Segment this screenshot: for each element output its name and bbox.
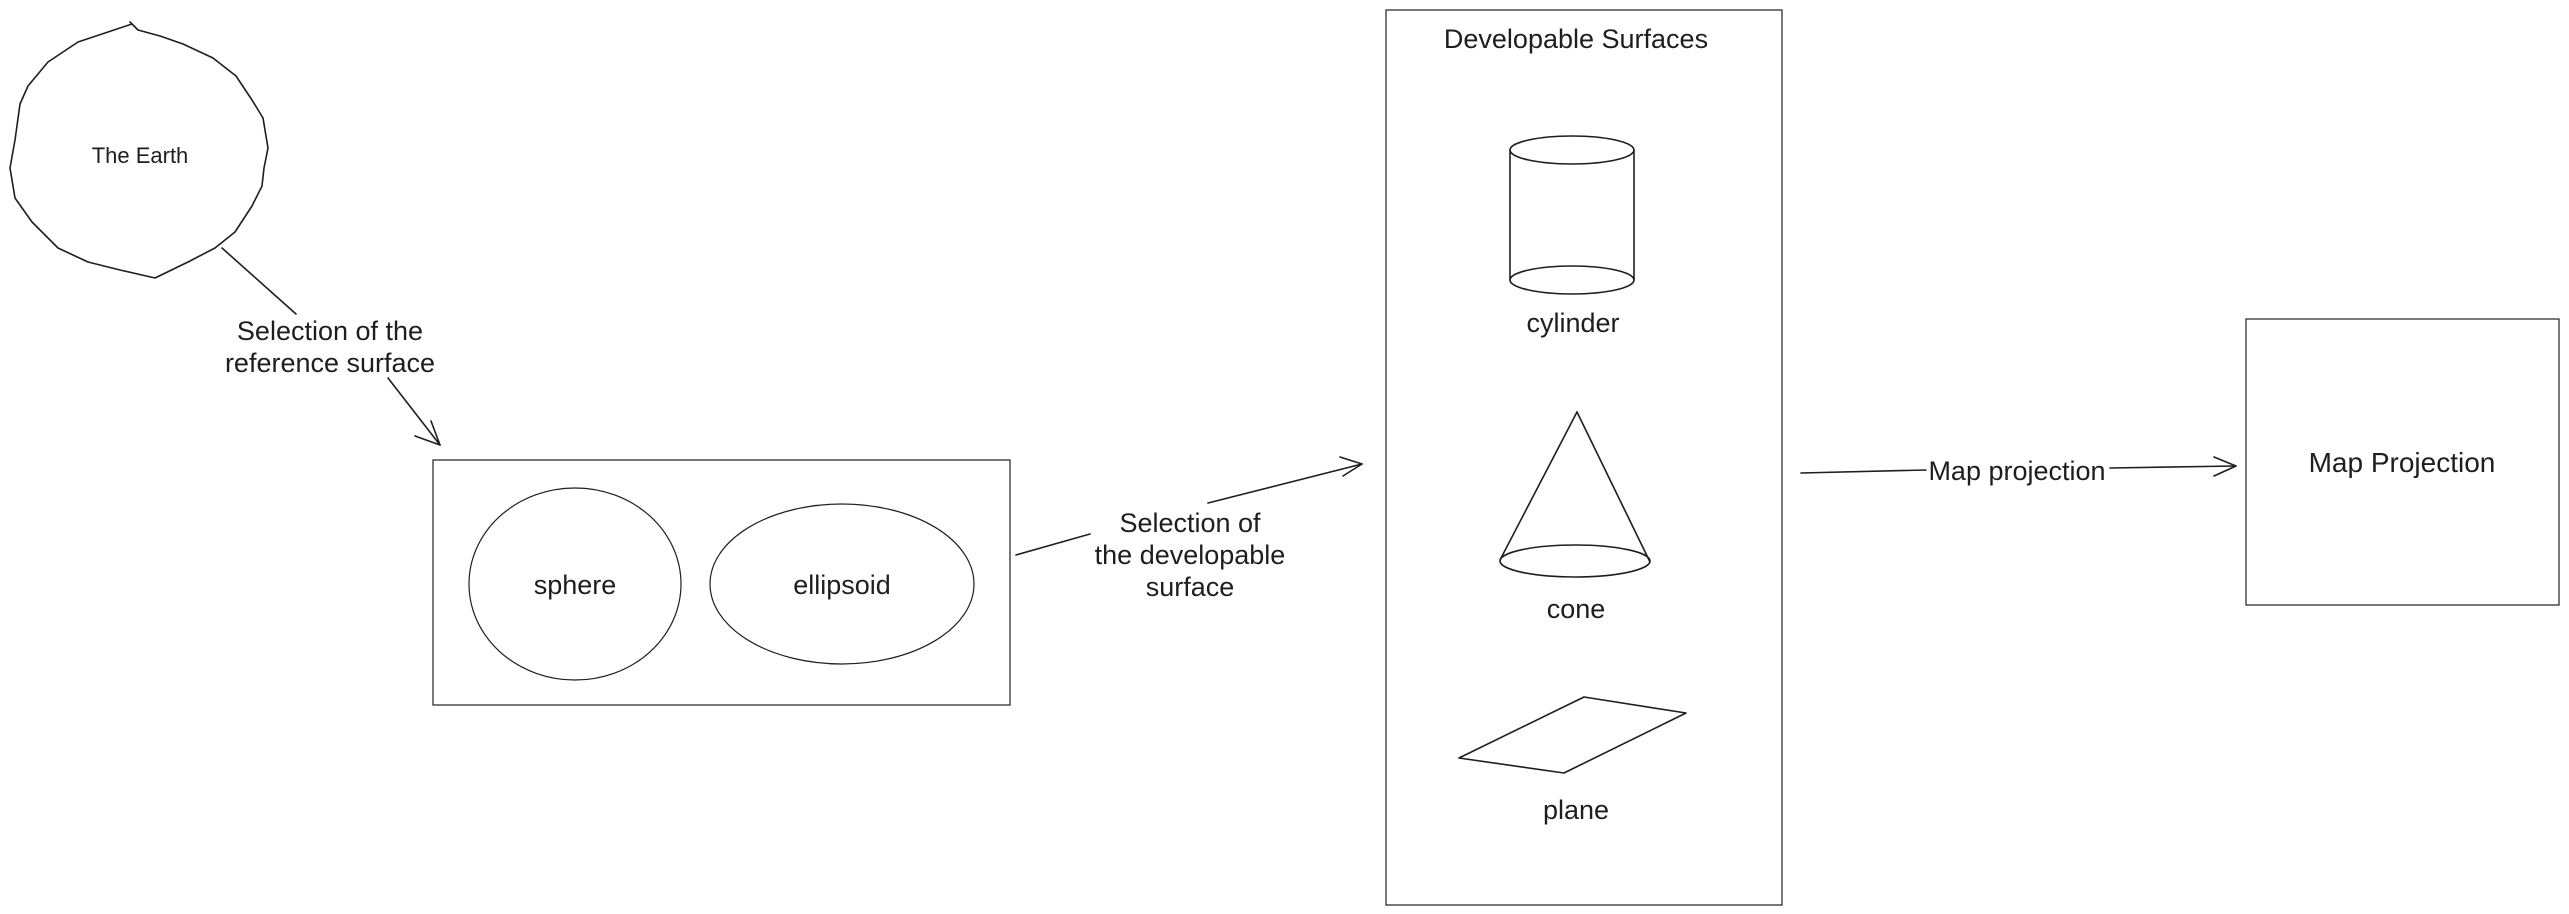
map-projection-box: Map Projection: [2245, 318, 2560, 606]
reference-arrow-label-line1: Selection of the: [237, 316, 423, 346]
developable-surfaces-frame: [1385, 9, 1783, 906]
sphere-label: sphere: [534, 570, 617, 600]
cylinder-label: cylinder: [1526, 308, 1619, 338]
earth-outline: [9, 21, 269, 279]
reference-surfaces-frame: [432, 459, 1011, 706]
cylinder-icon: [1509, 135, 1635, 295]
developable-arrow-line-lower: [1015, 533, 1091, 556]
reference-arrow-line-upper: [221, 247, 297, 315]
projection-arrow-line-left: [1800, 469, 1927, 474]
map-projection-frame: [2245, 318, 2560, 606]
earth-label: The Earth: [92, 143, 189, 168]
developable-arrow-label-line1: Selection of: [1119, 508, 1261, 538]
reference-arrow-label-line2: reference surface: [225, 348, 435, 378]
cone-label: cone: [1547, 594, 1606, 624]
projection-arrow-line-right: [2109, 465, 2237, 469]
reference-arrow: Selection of the reference surface: [221, 247, 441, 446]
reference-arrow-head: [414, 420, 441, 446]
projection-arrow-label: Map projection: [1928, 456, 2105, 486]
reference-arrow-line-lower: [387, 377, 441, 446]
developable-arrow-label-line3: surface: [1146, 572, 1235, 602]
developable-arrow-line-upper: [1207, 463, 1363, 504]
developable-arrow-head: [1339, 456, 1363, 477]
ellipsoid-label: ellipsoid: [793, 570, 891, 600]
developable-surfaces-title: Developable Surfaces: [1444, 24, 1708, 54]
earth-node: The Earth: [9, 21, 269, 279]
plane-label: plane: [1543, 795, 1609, 825]
developable-surfaces-panel: Developable Surfaces cylinder cone plane: [1385, 9, 1783, 906]
reference-surfaces-box: sphere ellipsoid: [432, 459, 1011, 706]
developable-arrow: Selection of the developable surface: [1015, 456, 1363, 602]
plane-icon: [1458, 696, 1687, 774]
sphere-shape: [468, 487, 682, 681]
map-projection-label: Map Projection: [2309, 447, 2496, 478]
ellipsoid-shape: [709, 503, 975, 665]
developable-arrow-label-line2: the developable: [1095, 540, 1286, 570]
cone-icon: [1499, 411, 1651, 578]
projection-arrow-head: [2213, 456, 2237, 477]
projection-arrow: Map projection: [1800, 456, 2237, 486]
